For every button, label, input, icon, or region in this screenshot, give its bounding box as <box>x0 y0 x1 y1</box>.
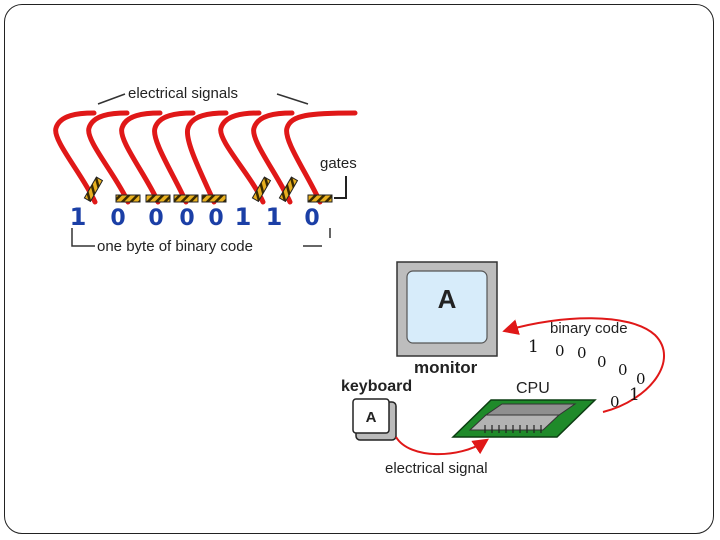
code-bit: 0 <box>577 344 587 362</box>
code-bit: 0 <box>618 361 628 379</box>
signal-wire <box>184 110 229 205</box>
gate-closed <box>115 194 141 203</box>
monitor-label: monitor <box>414 358 478 377</box>
signal-wire <box>86 110 131 205</box>
electrical-signals-label-group: electrical signals <box>97 85 309 105</box>
gates-label: gates <box>320 155 357 172</box>
electrical-signal-label: electrical signal <box>385 460 488 477</box>
code-bit: 1 <box>528 337 539 357</box>
signal-wire <box>218 110 266 205</box>
keyboard-key: A <box>352 398 397 441</box>
keyboard-label: keyboard <box>341 378 412 395</box>
gate-open <box>251 176 272 203</box>
gate-closed <box>145 194 171 203</box>
cpu-label: CPU <box>516 380 550 397</box>
key-letter: A <box>366 409 377 426</box>
bit-digit: 0 <box>148 206 163 231</box>
slide-frame <box>4 4 714 534</box>
binary-code-label: binary code <box>550 320 628 337</box>
signal-wire <box>152 110 196 205</box>
bit-digit: 1 <box>266 203 283 231</box>
bit-digit: 1 <box>235 203 252 231</box>
code-bit: 0 <box>610 393 620 411</box>
bit-digit: 0 <box>110 206 125 231</box>
gate-open <box>83 176 104 203</box>
monitor: A <box>396 261 498 357</box>
bit-digit: 0 <box>179 206 194 231</box>
cpu-chip <box>451 399 597 438</box>
signal-wire <box>284 110 358 205</box>
code-bit: 1 <box>629 385 640 405</box>
signal-wires <box>53 110 358 205</box>
electrical-signals-label: electrical signals <box>128 85 238 102</box>
signal-wire <box>119 110 163 205</box>
code-bit: 0 <box>555 342 565 360</box>
gate-closed <box>173 194 199 203</box>
bit-digit: 0 <box>304 206 319 231</box>
monitor-letter: A <box>438 284 457 314</box>
gate-closed <box>307 194 333 203</box>
bit-digit: 0 <box>208 206 223 231</box>
bit-digit: 1 <box>70 203 87 231</box>
gates-row <box>83 176 333 203</box>
gate-closed <box>201 194 227 203</box>
binary-code-arrow <box>502 317 666 413</box>
code-bit: 0 <box>636 370 646 388</box>
gate-open <box>278 176 299 203</box>
byte-label: one byte of binary code <box>97 238 253 255</box>
signal-wire <box>53 110 98 205</box>
signal-wire <box>251 110 295 205</box>
gates-label-group: gates <box>320 155 357 199</box>
electrical-signal-arrow <box>395 436 489 456</box>
byte-label-group: one byte of binary code <box>71 228 331 255</box>
code-bit: 0 <box>597 353 607 371</box>
